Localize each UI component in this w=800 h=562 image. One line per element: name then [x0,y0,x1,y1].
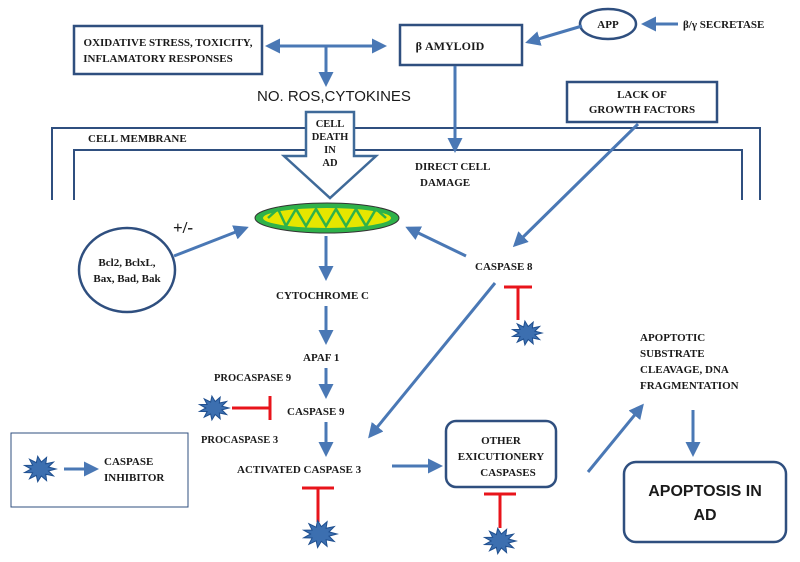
flow-arrows [64,16,701,477]
other-label-3: CASPASES [480,467,535,479]
direct-damage-label-2: DAMAGE [420,177,470,189]
secretase-label: β/γ SECRETASE [683,19,764,31]
inhibit-other-caspases [484,492,516,528]
bcl-label-1: Bcl2, BclxL, [98,257,155,269]
bcl-label-2: Bax, Bad, Bak [93,273,161,285]
other-caspases-box: OTHER EXICUTIONERY CASPASES [444,419,558,489]
caspase-inhibitor-stars [22,319,544,555]
app-node: APP [578,7,638,41]
oxidative-label-2: INFLAMATORY RESPONSES [83,53,232,65]
apoptosis-label-1: APOPTOSIS IN [648,483,762,500]
arrow-caspase8-mito [405,226,467,258]
cell-membrane [51,127,761,200]
plus-minus-label: +/- [173,218,193,237]
cell-death-label-1: CELL [316,119,345,130]
procaspase3-label: PROCASPASE 3 [201,435,278,446]
inhibit-caspase3 [302,486,334,522]
inhibit-caspase9 [232,396,272,420]
legend-star-icon [22,455,58,483]
arrow-other-substrate [586,403,644,473]
cell-death-label-3: IN [324,145,336,156]
inhibitor-star-procaspase9 [197,394,231,422]
apoptotic-label-2: SUBSTRATE [640,348,705,360]
app-label: APP [597,19,619,31]
inhibitor-star-other [482,527,518,555]
apoptosis-box: APOPTOSIS IN AD [622,460,788,544]
cell-membrane-label: CELL MEMBRANE [88,133,187,145]
procaspase9-label: PROCASPASE 9 [214,373,291,384]
inhibit-caspase8 [504,285,532,320]
legend-label-2: INHIBITOR [104,472,165,484]
arrow-bcl-mito [173,225,249,258]
apaf-label: APAF 1 [303,352,339,364]
caspase8-label: CASPASE 8 [475,261,533,273]
beta-amyloid-box: β AMYLOID [398,23,524,67]
no-ros-label: NO. ROS,CYTOKINES [257,88,411,105]
apoptotic-label-3: CLEAVAGE, DNA [640,364,729,376]
arrow-caspase8-caspase3 [368,282,497,439]
caspase9-label: CASPASE 9 [287,406,345,418]
legend-label-1: CASPASE [104,456,153,468]
other-label-1: OTHER [481,435,522,447]
lack-growth-factors-box: LACK OF GROWTH FACTORS [565,80,719,124]
lack-label-2: GROWTH FACTORS [589,104,695,116]
apoptotic-label-4: FRAGMENTATION [640,380,739,392]
cytochrome-label: CYTOCHROME C [276,290,369,302]
other-label-2: EXICUTIONERY [458,451,544,463]
direct-damage-label-1: DIRECT CELL [415,161,490,173]
activated-caspase3-label: ACTIVATED CASPASE 3 [237,464,362,476]
cell-death-label-4: AD [322,158,338,169]
beta-amyloid-label: β AMYLOID [416,39,485,53]
apoptosis-label-2: AD [693,507,716,524]
bcl2-family-node: Bcl2, BclxL, Bax, Bad, Bak [77,226,177,314]
lack-label-1: LACK OF [617,89,667,101]
arrow-app-amyloid [525,24,583,46]
oxidative-stress-box: OXIDATIVE STRESS, TOXICITY, INFLAMATORY … [72,24,264,76]
oxidative-label-1: OXIDATIVE STRESS, TOXICITY, [84,37,253,49]
cell-death-arrow: CELL DEATH IN AD [280,110,380,200]
inhibitor-star-caspase8 [510,319,544,347]
inhibition-bars [232,285,532,528]
apoptotic-label-1: APOPTOTIC [640,332,705,344]
inhibitor-star-caspase3 [301,519,339,549]
cell-death-label-2: DEATH [312,132,349,143]
arrow-lack-caspase8 [512,122,640,248]
mitochondrion [254,202,400,234]
